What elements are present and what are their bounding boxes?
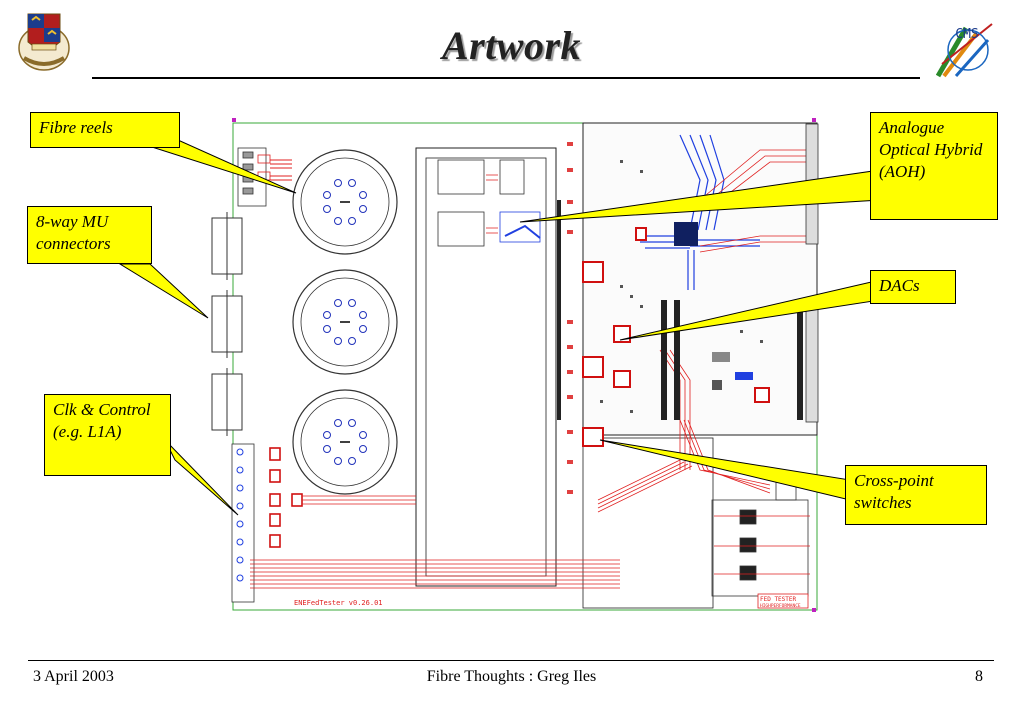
crosspoint-traces — [597, 419, 771, 513]
slide-title: Artwork — [441, 23, 582, 68]
callout-clk-control: Clk & Control (e.g. L1A) — [44, 394, 171, 476]
board-plate-sublabel: HIGHPERFORMANCE — [760, 603, 801, 609]
pointer-mu-connectors — [118, 263, 209, 319]
footer-center: Fibre Thoughts : Greg Iles — [426, 668, 597, 685]
callout-crosspoint: Cross-point switches — [845, 465, 987, 525]
corner-markers — [232, 118, 816, 612]
cms-logo-text: CMS — [955, 27, 978, 42]
callout-mu-connectors: 8-way MU connectors — [27, 206, 152, 264]
pin-headers — [557, 200, 803, 420]
callout-aoh: Analogue Optical Hybrid (AOH) — [870, 112, 998, 220]
board-version-label: ENEFedTester v0.26.01 — [294, 599, 383, 607]
university-crest-logo — [18, 8, 70, 74]
fibre-reel-1 — [292, 149, 398, 255]
board-plate — [757, 593, 809, 609]
clk-control-blue — [236, 448, 244, 582]
edge-connector-bottom — [805, 299, 819, 423]
bottom-right-board — [711, 481, 810, 597]
top-left-connector — [237, 147, 271, 207]
callout-pointers — [118, 139, 881, 516]
reel-traces — [270, 159, 292, 181]
mu-connectors — [211, 212, 243, 436]
title-underline — [92, 77, 920, 79]
callout-dacs: DACs — [870, 270, 956, 304]
pointer-clk-control — [164, 439, 239, 516]
left-column-parts — [567, 142, 573, 494]
red-chips — [582, 227, 770, 447]
board-plate-label: FED TESTER — [760, 596, 797, 603]
fibre-reel-2 — [292, 269, 398, 375]
footer-rule — [28, 660, 994, 661]
clk-control-traces — [250, 495, 620, 589]
callout-fibre-reels: Fibre reels — [30, 112, 180, 148]
cms-logo: CMS — [935, 18, 998, 78]
fpga-chip — [674, 222, 698, 246]
footer-date: 3 April 2003 — [33, 668, 114, 685]
small-components — [600, 160, 763, 413]
fibre-reel-3 — [292, 389, 398, 495]
pointer-crosspoint — [599, 439, 851, 501]
aoh-modules — [437, 159, 541, 247]
page-number: 8 — [975, 668, 983, 685]
